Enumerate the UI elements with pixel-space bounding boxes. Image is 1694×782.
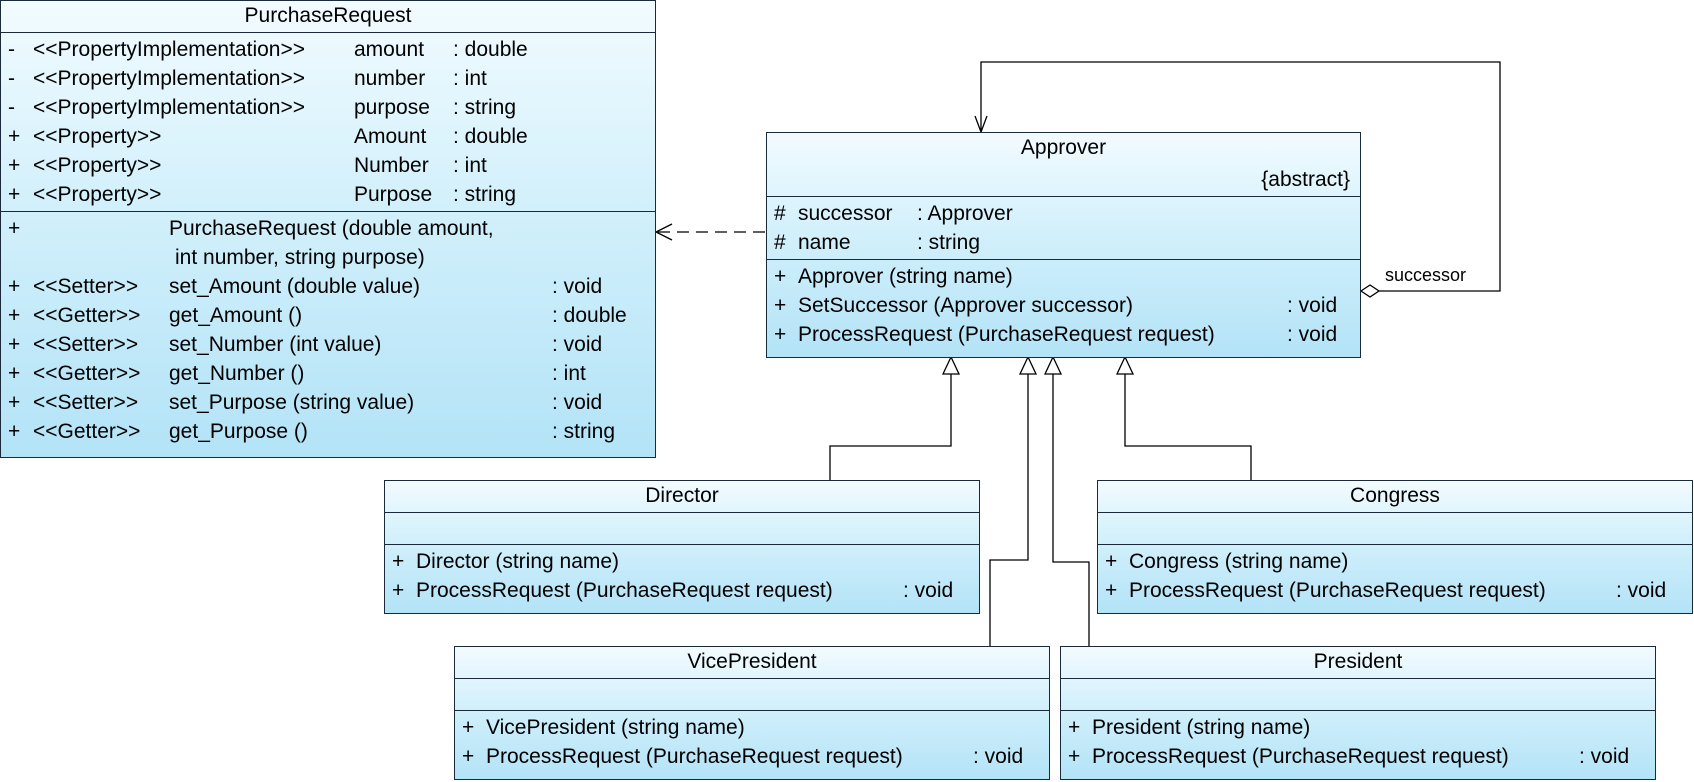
attribute-row: -<<PropertyImplementation>>purpose: stri… [8,96,517,119]
attribute-row: -<<PropertyImplementation>>number: int [8,67,487,90]
method-row: +Director (string name) [392,550,620,573]
generalization-congress-head [1115,355,1135,375]
method-row: +<<Setter>>set_Amount (double value): vo… [8,275,603,298]
attribute-row: -<<PropertyImplementation>>amount: doubl… [8,38,528,61]
attributes-compartment [385,513,979,545]
purchaserequest-class[interactable]: PurchaseRequest -<<PropertyImplementatio… [0,0,656,458]
generalization-congress [1124,374,1252,480]
class-name: President [1061,647,1655,679]
operations-compartment: +Director (string name) +ProcessRequest … [385,545,979,607]
class-name: Approver [1020,136,1107,159]
method-row: +ProcessRequest (PurchaseRequest request… [462,745,1024,768]
abstract-modifier: {abstract} [1261,168,1350,191]
method-row: +Approver (string name) [774,265,1013,288]
operations-compartment: +President (string name) +ProcessRequest… [1061,711,1655,773]
congress-class[interactable]: Congress +Congress (string name) +Proces… [1097,480,1693,614]
attributes-compartment: #successor: Approver #name: string [767,197,1360,260]
dependency-arrowhead [654,223,673,241]
aggregation-diamond [1359,284,1381,298]
self-association-line [980,61,1501,292]
method-row: +ProcessRequest (PurchaseRequest request… [1105,579,1667,602]
attributes-compartment: -<<PropertyImplementation>>amount: doubl… [1,33,655,212]
method-row: +VicePresident (string name) [462,716,745,739]
method-row: +<<Setter>>set_Number (int value): void [8,333,603,356]
attribute-row: +<<Property>>Purpose: string [8,183,517,206]
class-header: Approver {abstract} [767,133,1360,197]
attribute-row: +<<Property>>Number: int [8,154,487,177]
method-row: +Congress (string name) [1105,550,1349,573]
generalization-vicepresident [989,374,1029,646]
generalization-president-head [1043,355,1063,375]
operations-compartment: +Congress (string name) +ProcessRequest … [1098,545,1692,607]
method-row: +SetSuccessor (Approver successor): void [774,294,1338,317]
operations-compartment: +Approver (string name) +SetSuccessor (A… [767,260,1360,351]
vicepresident-class[interactable]: VicePresident +VicePresident (string nam… [454,646,1050,780]
class-name: Director [385,481,979,513]
method-row: +ProcessRequest (PurchaseRequest request… [392,579,954,602]
constructor-row: +PurchaseRequest (double amount, [8,217,494,240]
generalization-vicepresident-head [1018,355,1038,375]
method-row: +<<Getter>>get_Amount (): double [8,304,627,327]
operations-compartment: +PurchaseRequest (double amount, int num… [1,212,655,448]
attributes-compartment [1098,513,1692,545]
generalization-director [829,374,952,480]
method-row: +<<Getter>>get_Purpose (): string [8,420,616,443]
attribute-row: #successor: Approver [774,202,1013,225]
method-row: +<<Setter>>set_Purpose (string value): v… [8,391,603,414]
operations-compartment: +VicePresident (string name) +ProcessReq… [455,711,1049,773]
method-row: +ProcessRequest (PurchaseRequest request… [1068,745,1630,768]
attribute-row: +<<Property>>Amount: double [8,125,528,148]
attribute-row: #name: string [774,231,981,254]
class-name: VicePresident [455,647,1049,679]
class-name: PurchaseRequest [1,1,655,33]
successor-role-label: successor [1385,265,1467,285]
generalization-president [1052,374,1090,646]
method-row: +ProcessRequest (PurchaseRequest request… [774,323,1338,346]
generalization-director-head [941,355,961,375]
approver-class[interactable]: Approver {abstract} #successor: Approver… [766,132,1361,358]
method-row: +President (string name) [1068,716,1311,739]
attributes-compartment [1061,679,1655,711]
class-name: Congress [1098,481,1692,513]
president-class[interactable]: President +President (string name) +Proc… [1060,646,1656,780]
director-class[interactable]: Director +Director (string name) +Proces… [384,480,980,614]
attributes-compartment [455,679,1049,711]
constructor-row-continued: int number, string purpose) [175,246,425,269]
method-row: +<<Getter>>get_Number (): int [8,362,586,385]
